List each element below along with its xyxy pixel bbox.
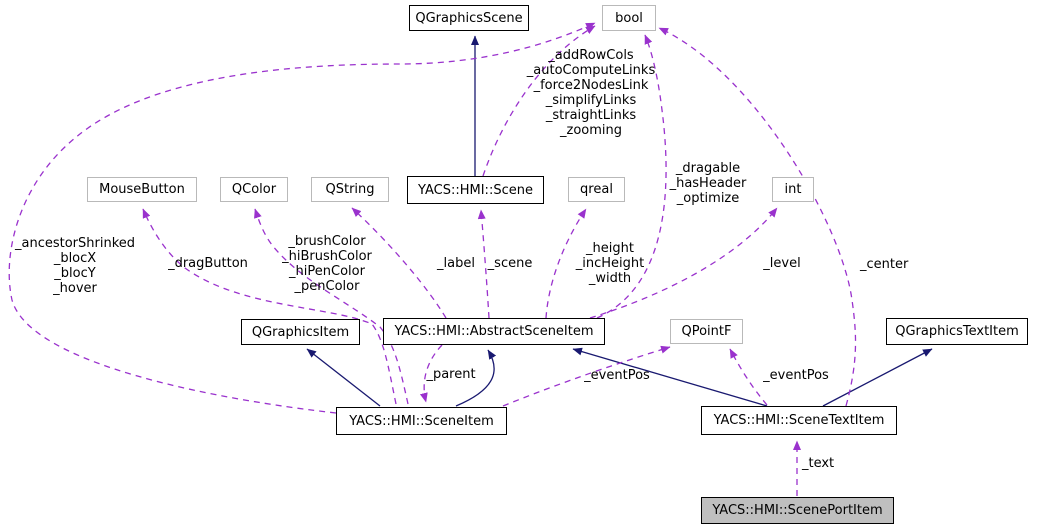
node-qgraphicstextitem[interactable]: QGraphicsTextItem bbox=[886, 318, 1028, 345]
node-int: int bbox=[772, 177, 814, 202]
node-bool: bool bbox=[602, 5, 656, 31]
edge-label-scene-bool-members: _addRowCols _autoComputeLinks _force2Nod… bbox=[526, 48, 656, 138]
edge-abstractsceneitem-to-qstring bbox=[351, 207, 447, 319]
edge-scenetextitem-to-qgraphicstextitem bbox=[822, 348, 933, 407]
node-yacs-hmi-scenetextitem[interactable]: YACS::HMI::SceneTextItem bbox=[701, 406, 897, 435]
node-yacs-hmi-sceneitem[interactable]: YACS::HMI::SceneItem bbox=[336, 407, 507, 435]
edge-abstractsceneitem-to-qreal bbox=[545, 208, 587, 319]
node-yacs-hmi-sceneportitem: YACS::HMI::ScenePortItem bbox=[701, 497, 894, 524]
edge-label-parent: _parent bbox=[426, 367, 476, 382]
edge-label-height-block: _height _incHeight _width bbox=[575, 241, 645, 286]
edge-abstractsceneitem-to-sceneitem bbox=[419, 344, 443, 403]
node-qstring: QString bbox=[311, 177, 389, 202]
edge-sceneitem-to-mousebutton bbox=[142, 208, 397, 405]
edge-scenetextitem-to-bool bbox=[658, 27, 857, 407]
node-qreal: qreal bbox=[568, 177, 625, 202]
edge-sceneitem-to-bool bbox=[8, 22, 596, 414]
edge-sceneitem-to-abstractsceneitem bbox=[455, 349, 497, 407]
edge-label-colors-block: _brushColor _hiBrushColor _hiPenColor _p… bbox=[282, 234, 372, 294]
edge-label-level: _level bbox=[763, 256, 801, 271]
edge-abstractsceneitem-to-int bbox=[589, 207, 778, 319]
node-qgraphicsitem[interactable]: QGraphicsItem bbox=[241, 319, 360, 345]
edge-label-scene: _scene bbox=[487, 256, 533, 271]
edge-label-eventpos-sceneitem: _eventPos bbox=[584, 368, 650, 383]
edge-label-text: _text bbox=[802, 456, 835, 471]
node-qgraphicsscene[interactable]: QGraphicsScene bbox=[409, 5, 529, 31]
edge-label-dragbutton: _dragButton bbox=[168, 256, 248, 271]
edge-abstractsceneitem-to-bool bbox=[596, 34, 667, 319]
edge-abstractsceneitem-to-scene bbox=[477, 209, 490, 319]
edge-label-eventpos-scenetextitem: _eventPos bbox=[763, 368, 829, 383]
edge-sceneitem-to-qgraphicsitem bbox=[306, 348, 381, 407]
edge-sceneitem-to-qpointf bbox=[502, 345, 671, 407]
node-yacs-hmi-abstractsceneitem[interactable]: YACS::HMI::AbstractSceneItem bbox=[383, 318, 605, 345]
edge-label-center: _center bbox=[860, 257, 909, 272]
node-qcolor: QColor bbox=[220, 177, 288, 202]
edge-label-ancestorshrinked-block: _ancestorShrinked _blocX _blocY _hover bbox=[14, 236, 136, 296]
node-mousebutton: MouseButton bbox=[87, 177, 197, 202]
edge-scenetextitem-to-qpointf bbox=[729, 348, 768, 406]
edge-label-dragable-hasheader-optimize: _dragable _hasHeader _optimize bbox=[669, 161, 747, 206]
node-qpointf: QPointF bbox=[670, 319, 743, 344]
edge-scene-to-bool bbox=[482, 25, 596, 177]
edge-sceneitem-to-qcolor bbox=[254, 208, 409, 405]
edge-label-label: _label bbox=[437, 256, 475, 271]
edge-scenetextitem-to-abstractsceneitem bbox=[572, 347, 768, 407]
node-yacs-hmi-scene[interactable]: YACS::HMI::Scene bbox=[407, 176, 544, 204]
